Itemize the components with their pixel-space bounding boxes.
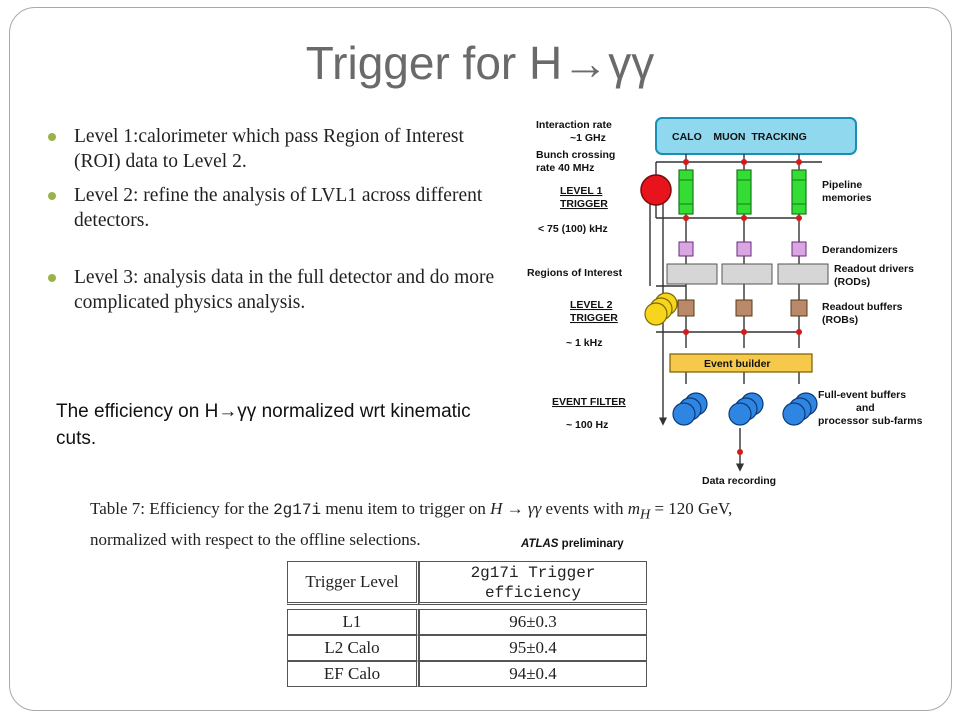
caption-mass-sub: H [639, 506, 651, 523]
table-cell-efficiency: 96±0.3 [419, 609, 647, 635]
data-recording-label: Data recording [702, 475, 776, 487]
table-cell-level: EF Calo [287, 661, 419, 687]
readout-buffers-label: Readout buffers [822, 301, 903, 313]
regions-of-interest-label: Regions of Interest [527, 267, 623, 279]
bullet-level-2: Level 2: refine the analysis of LVL1 acr… [48, 183, 498, 233]
bullet-text: Level 1:calorimeter which pass Region of… [74, 126, 464, 172]
table-cell-level: L2 Calo [287, 635, 419, 661]
junction-dots [683, 159, 802, 455]
level2-rate: ~ 1 kHz [566, 337, 602, 349]
derandomizers-label: Derandomizers [822, 244, 898, 256]
caption-mass: m [627, 499, 640, 518]
readout-buffers-label-2: (ROBs) [822, 314, 858, 326]
table-caption: Table 7: Efficiency for the 2g17i menu i… [90, 496, 890, 552]
caption-process: H → γγ [490, 499, 542, 518]
slide-title: Trigger for H→γγ [305, 37, 655, 89]
bullet-level-3: Level 3: analysis data in the full detec… [48, 265, 498, 315]
level1-label: LEVEL 1 [560, 185, 603, 197]
derandomizers [678, 241, 807, 257]
level2-label-2: TRIGGER [570, 312, 618, 324]
processor-farms [672, 392, 818, 426]
bunch-crossing-rate: rate 40 MHz [536, 162, 594, 174]
atlas-preliminary-label: ATLAS preliminary [521, 538, 624, 550]
table-row: L1 96±0.3 [287, 609, 647, 635]
readout-drivers-label: Readout drivers [834, 263, 914, 275]
pipeline-memories [678, 169, 807, 215]
full-event-buffers-label: Full-event buffers [818, 389, 906, 401]
event-filter-rate: ~ 100 Hz [566, 419, 608, 431]
processor-subfarms-label: processor sub-farms [818, 415, 923, 427]
pipeline-label: Pipeline [822, 179, 862, 191]
caption-prefix: Table 7: Efficiency for the [90, 499, 274, 518]
bullet-text: Level 2: refine the analysis of LVL1 acr… [74, 185, 483, 231]
level2-trigger-icon [644, 292, 678, 326]
table-cell-efficiency: 94±0.4 [419, 661, 647, 687]
caption-events-with: events with [541, 499, 628, 518]
table-header-level: Trigger Level [287, 561, 419, 605]
atlas-rest: preliminary [558, 538, 624, 550]
bullet-dot-icon [48, 133, 56, 141]
table-cell-efficiency: 95±0.4 [419, 635, 647, 661]
caption-mass-value: = 120 GeV, [650, 499, 733, 518]
readout-drivers-label-2: (RODs) [834, 276, 870, 288]
interaction-rate-value: ~1 GHz [570, 132, 606, 144]
caption-middle: menu item to trigger on [321, 499, 491, 518]
trigger-diagram: Interaction rate ~1 GHz Bunch crossing r… [527, 117, 923, 487]
bunch-crossing-label: Bunch crossing [536, 149, 615, 161]
full-event-and-label: and [856, 402, 875, 414]
pipeline-label-2: memories [822, 192, 872, 204]
bullet-level-1: Level 1:calorimeter which pass Region of… [48, 124, 498, 174]
efficiency-note: The efficiency on H→γγ normalized wrt ki… [56, 401, 471, 449]
bullet-text: Level 3: analysis data in the full detec… [74, 267, 495, 313]
level1-label-2: TRIGGER [560, 198, 608, 210]
level1-trigger-icon [640, 174, 672, 206]
efficiency-table: Trigger Level 2g17i Trigger efficiency L… [287, 561, 647, 687]
caption-menu-item: 2g17i [273, 501, 322, 519]
table-header-row: Trigger Level 2g17i Trigger efficiency [287, 561, 647, 605]
event-builder-box [669, 353, 813, 373]
level1-rate: < 75 (100) kHz [538, 223, 608, 235]
table-cell-level: L1 [287, 609, 419, 635]
event-filter-label: EVENT FILTER [552, 396, 626, 408]
level2-label: LEVEL 2 [570, 299, 613, 311]
table-header-efficiency: 2g17i Trigger efficiency [419, 561, 647, 605]
atlas-italic: ATLAS [521, 538, 559, 550]
readout-buffers [677, 299, 808, 317]
table-header-efficiency-text: 2g17i Trigger efficiency [470, 564, 596, 602]
interaction-rate-label: Interaction rate [536, 119, 612, 131]
detectors-box-label: CALO MUON TRACKING [672, 131, 807, 143]
detectors-box [655, 117, 857, 155]
bullet-dot-icon [48, 192, 56, 200]
bullet-list: Level 1:calorimeter which pass Region of… [48, 124, 498, 315]
table-row: L2 Calo 95±0.4 [287, 635, 647, 661]
table-row: EF Calo 94±0.4 [287, 661, 647, 687]
caption-line-2: normalized with respect to the offline s… [90, 530, 421, 550]
bullet-dot-icon [48, 274, 56, 282]
event-builder-label: Event builder [704, 358, 771, 370]
readout-drivers [666, 263, 829, 285]
